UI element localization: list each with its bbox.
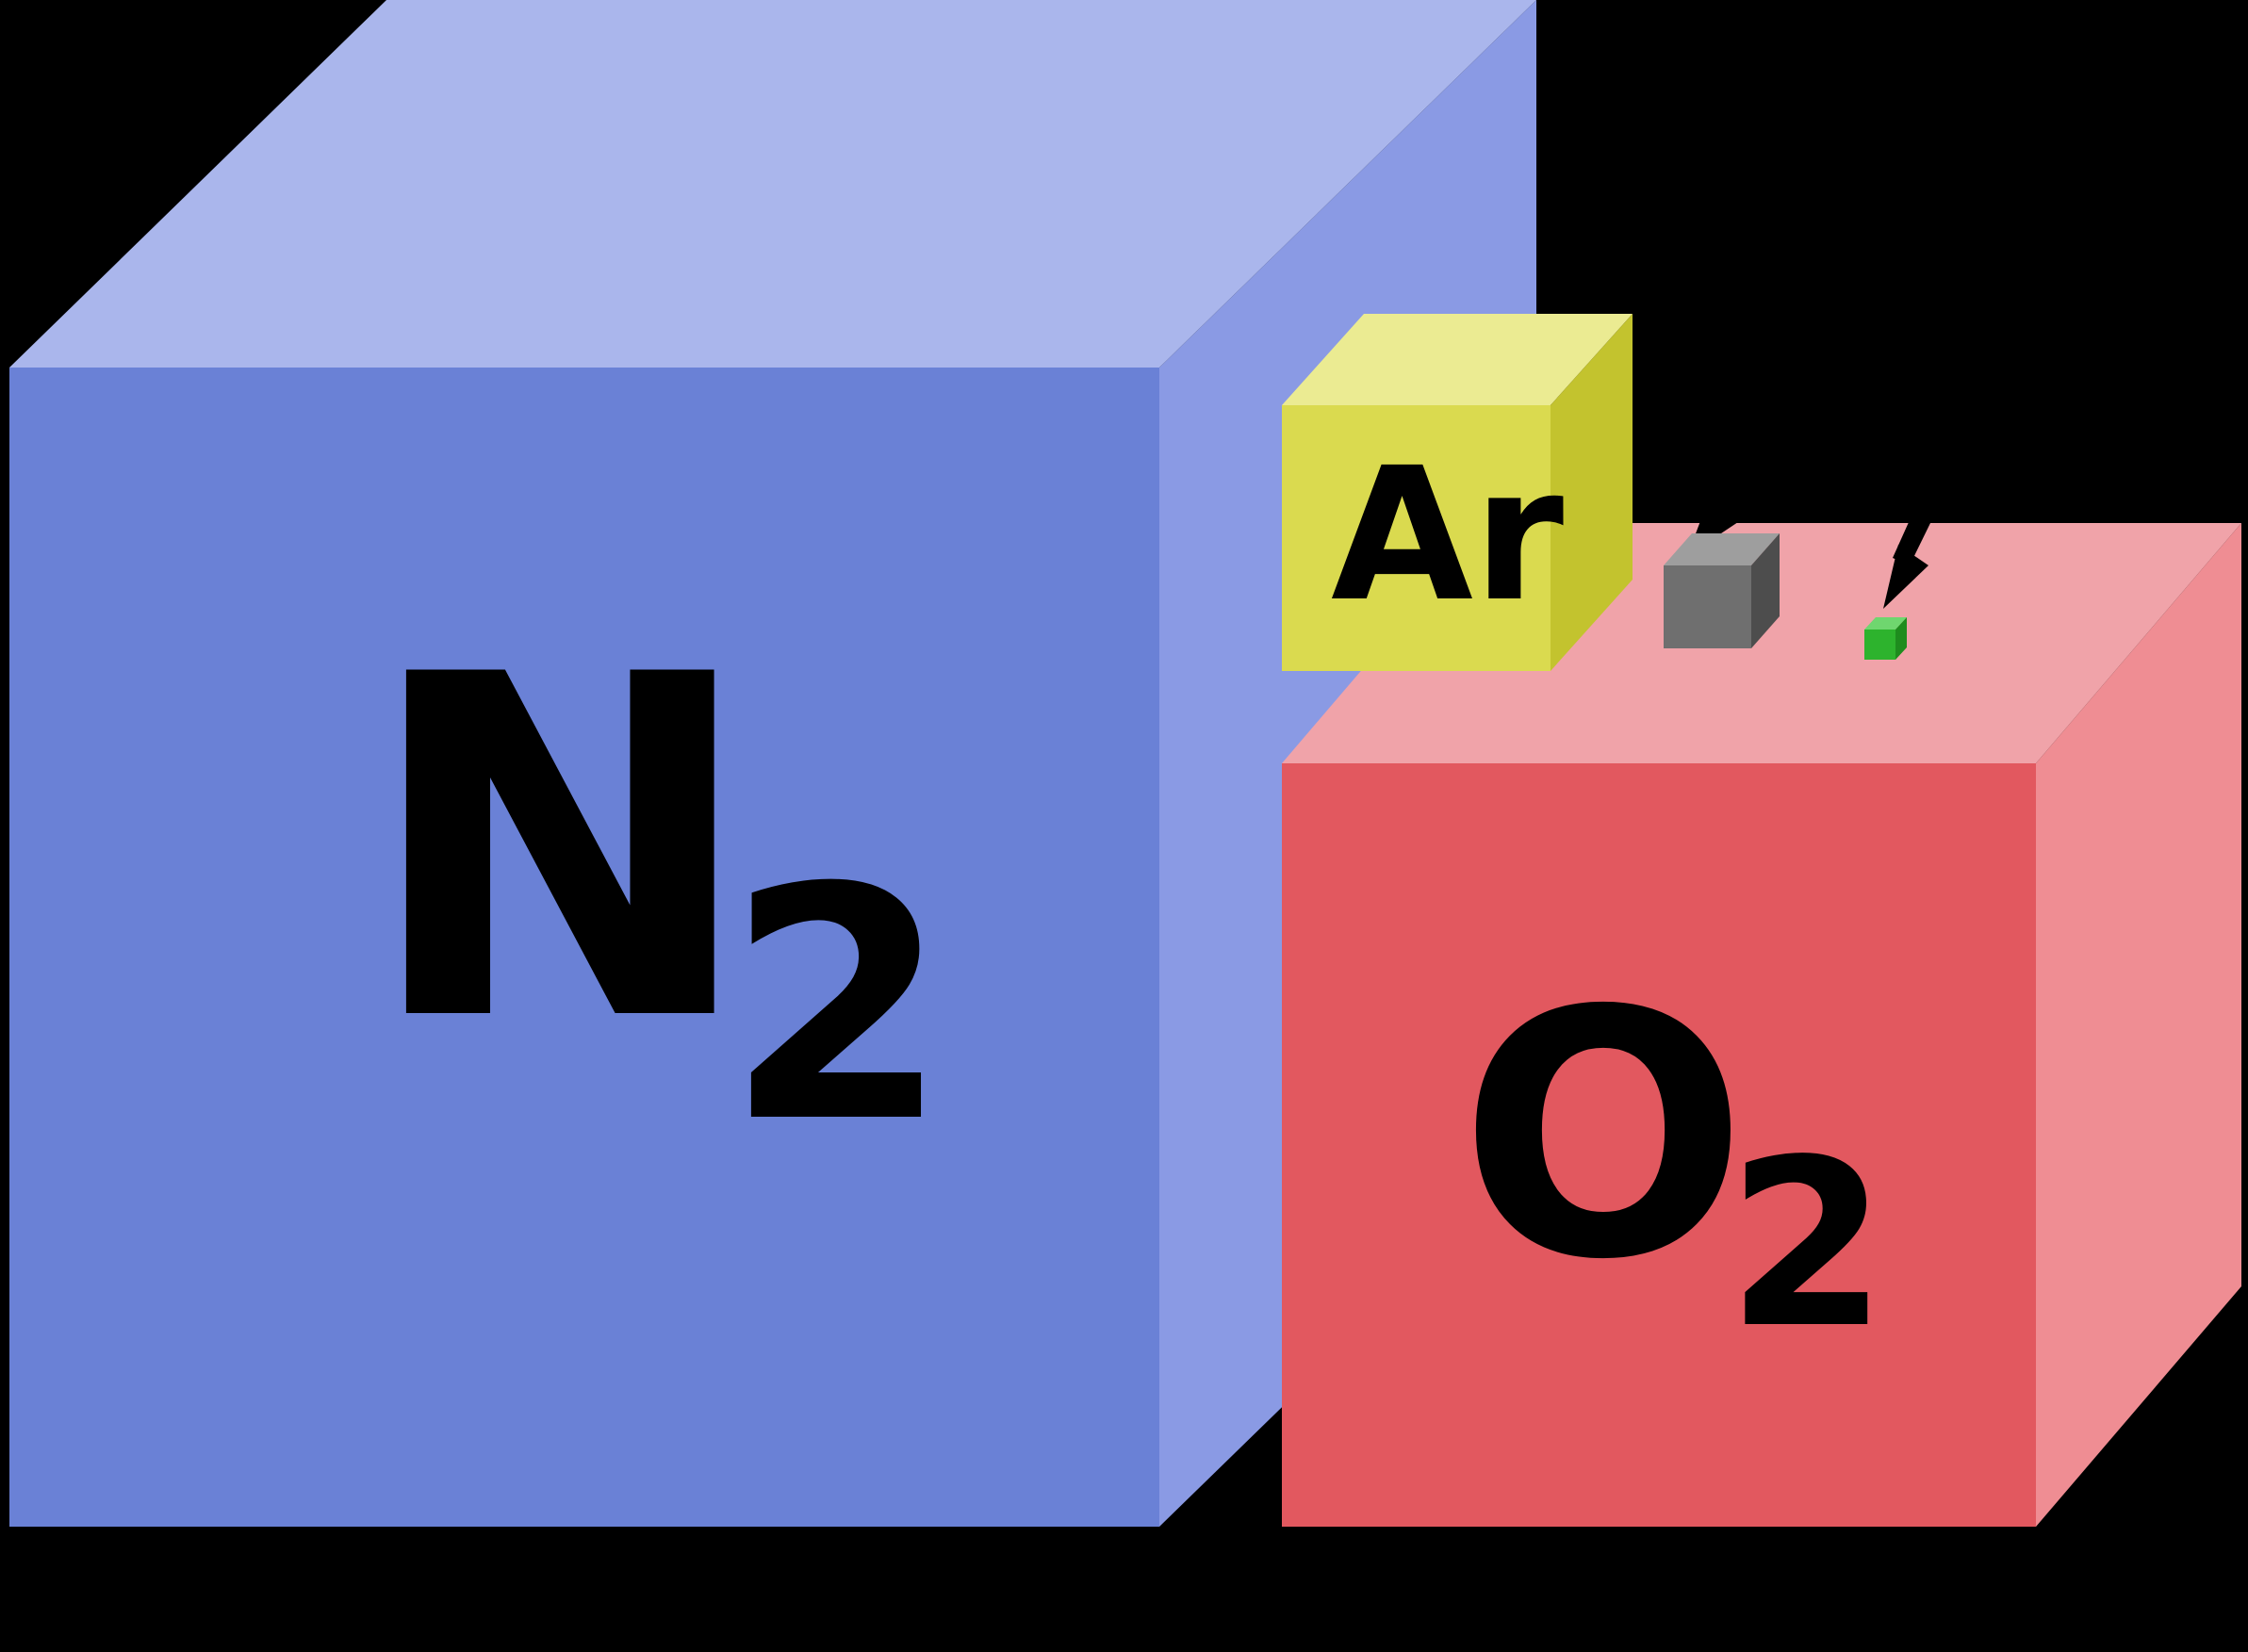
nitrogen-cube-top-face xyxy=(9,0,1536,368)
argon-cube-front-face xyxy=(1282,405,1551,671)
gray-cube-side-face xyxy=(1751,533,1780,648)
argon-label: Ar xyxy=(1331,428,1564,642)
nitrogen-label-subscript: 2 xyxy=(726,820,949,1193)
gray-cube-front-face xyxy=(1664,565,1751,648)
green-cube xyxy=(1864,617,1907,660)
arrow-to-green-cube-shaft-icon xyxy=(1893,466,1953,565)
arrow-to-green-cube-head-icon xyxy=(1883,545,1928,609)
argon-cube-top-face xyxy=(1282,314,1633,405)
oxygen-label-subscript: 2 xyxy=(1727,1110,1887,1379)
oxygen-cube-front-face xyxy=(1282,763,2036,1527)
argon-cube-side-face xyxy=(1551,314,1633,671)
oxygen-cube-side-face xyxy=(2036,523,2241,1527)
oxygen-cube: O 2 xyxy=(1282,523,2241,1527)
green-cube-front-face xyxy=(1864,630,1895,660)
oxygen-label: O xyxy=(1459,939,1748,1333)
gray-cube-top-face xyxy=(1664,533,1780,565)
argon-cube: Ar xyxy=(1282,314,1633,671)
green-cube-top-face xyxy=(1864,617,1907,630)
nitrogen-label: N xyxy=(363,576,757,1124)
green-cube-side-face xyxy=(1895,617,1907,660)
gray-cube xyxy=(1664,533,1780,648)
nitrogen-cube-front-face xyxy=(9,368,1159,1527)
